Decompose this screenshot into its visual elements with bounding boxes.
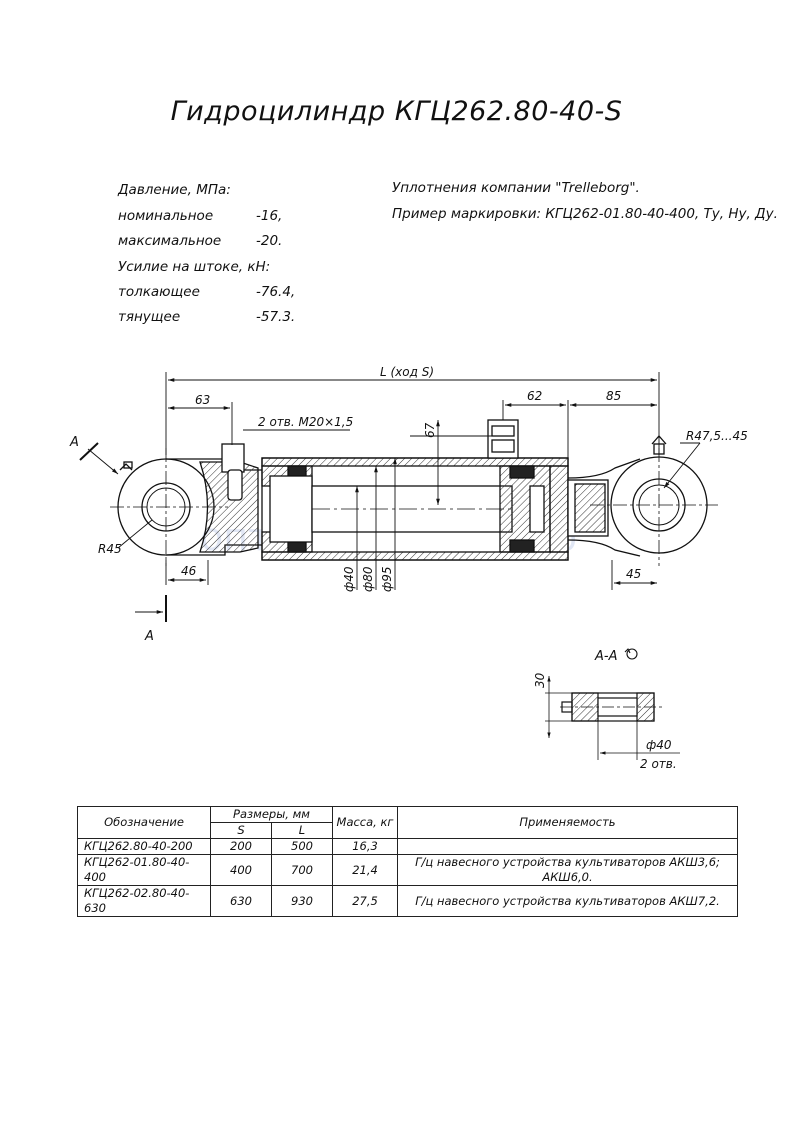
row-L: 930	[271, 885, 333, 917]
col-application-header: Применяемость	[397, 806, 738, 839]
dim-2holes-label: 2 отв.	[640, 757, 677, 771]
row-S: 630	[210, 885, 272, 917]
section-A-bottom: A	[144, 629, 154, 644]
dim-holes-label: 2 отв. М20×1,5	[258, 415, 353, 429]
row-application	[397, 838, 738, 855]
page-title: Гидроцилиндр КГЦ262.80-40-S	[170, 96, 623, 127]
rotate-icon	[624, 648, 638, 660]
dim-46-label: 46	[181, 564, 197, 578]
col-dimensions-header: Размеры, мм	[210, 806, 333, 823]
dim-d40-section-label: ф40	[646, 738, 672, 752]
marking-note: Пример маркировки: КГЦ262-01.80-40-400, …	[392, 206, 778, 222]
spec-table: Обозначение Размеры, мм Масса, кг Примен…	[77, 806, 738, 917]
max-label: максимальное	[118, 233, 222, 249]
max-value: -20.	[256, 233, 283, 249]
seals-note: Уплотнения компании "Trelleborg".	[392, 180, 640, 196]
section-label: A-A	[594, 649, 617, 664]
push-value: -76.4,	[256, 284, 296, 300]
section-aa-view: A-A 30 ф40 2 отв.	[533, 648, 680, 771]
row-application: Г/ц навесного устройства культиваторов А…	[397, 885, 738, 917]
row-designation: КГЦ262-02.80-40-630	[77, 885, 211, 917]
force-header: Усилие на штоке, кН:	[118, 259, 271, 275]
pull-label: тянущее	[118, 309, 181, 325]
col-mass-header: Масса, кг	[332, 806, 398, 839]
dim-R47-label: R47,5...45	[686, 429, 748, 443]
dim-63-label: 63	[195, 393, 210, 407]
row-S: 200	[210, 838, 272, 855]
col-designation-header: Обозначение	[77, 806, 211, 839]
pressure-header: Давление, МПа:	[118, 182, 231, 198]
row-S: 400	[210, 854, 272, 886]
dim-30-label: 30	[533, 672, 547, 688]
nominal-value: -16,	[256, 208, 283, 224]
row-mass: 16,3	[332, 838, 398, 855]
dim-67-label: 67	[423, 422, 437, 438]
row-mass: 21,4	[332, 854, 398, 886]
dim-L-label: L (ход S)	[380, 365, 434, 379]
row-L: 700	[271, 854, 333, 886]
dim-85-label: 85	[606, 389, 621, 403]
push-label: толкающее	[118, 284, 200, 300]
row-application: Г/ц навесного устройства культиваторов А…	[397, 854, 738, 886]
table-row: КГЦ262.80-40-200 200 500 16,3	[77, 838, 738, 855]
row-mass: 27,5	[332, 885, 398, 917]
dim-62-label: 62	[527, 389, 542, 403]
dim-d80-label: ф80	[361, 566, 375, 592]
nominal-label: номинальное	[118, 208, 214, 224]
row-designation: КГЦ262.80-40-200	[77, 838, 211, 855]
table-row: КГЦ262-01.80-40-400 400 700 21,4 Г/ц нав…	[77, 854, 738, 886]
col-S-header: S	[210, 822, 272, 839]
dim-d40-label: ф40	[342, 566, 356, 592]
dim-45-label: 45	[626, 567, 641, 581]
pull-value: -57.3.	[256, 309, 296, 325]
cylinder-drawing: оптинструмент.рф	[69, 365, 748, 771]
row-L: 500	[271, 838, 333, 855]
row-designation: КГЦ262-01.80-40-400	[77, 854, 211, 886]
section-A-left: A	[69, 435, 79, 450]
dim-R45-label: R45	[98, 542, 122, 556]
table-row: КГЦ262-02.80-40-630 630 930 27,5 Г/ц нав…	[77, 885, 738, 917]
dim-d95-label: ф95	[380, 566, 394, 592]
col-L-header: L	[271, 822, 333, 839]
